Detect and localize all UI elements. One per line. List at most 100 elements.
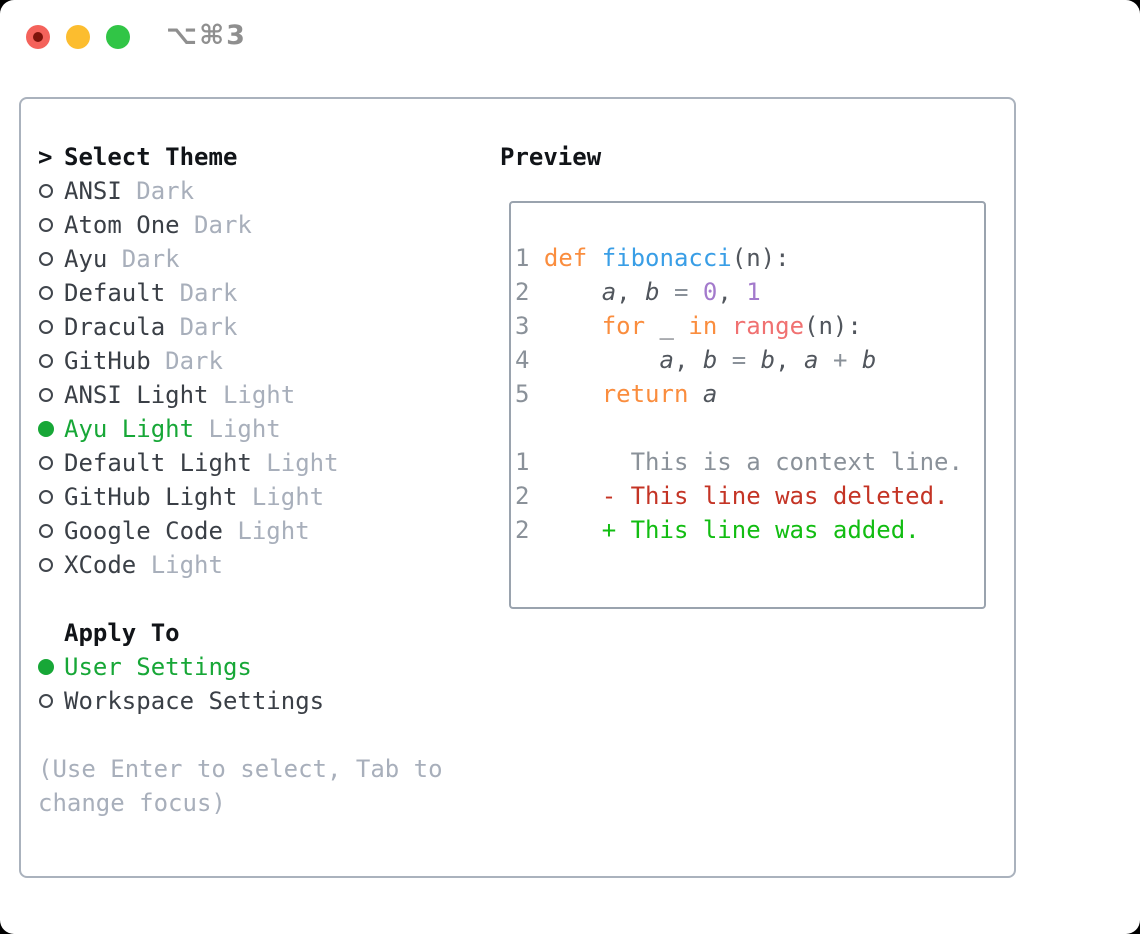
theme-name: Google Code (64, 517, 223, 545)
line-number: 3 (515, 312, 544, 340)
code-token (717, 346, 731, 374)
code-line: 5 return a (515, 377, 984, 411)
radio-unselected-icon (38, 480, 64, 514)
line-number: 2 (515, 278, 544, 306)
theme-name: GitHub (64, 347, 151, 375)
code-line: 1 This is a context line. (515, 445, 984, 479)
apply-to-indent (38, 616, 64, 650)
theme-variant-label: Dark (107, 245, 180, 273)
theme-option-ansi-light[interactable]: ANSI Light Light (38, 378, 483, 412)
theme-name: ANSI (64, 177, 122, 205)
hint-text: (Use Enter to select, Tab to change focu… (38, 755, 443, 817)
preview-title: Preview (500, 143, 602, 171)
theme-option-atom-one[interactable]: Atom One Dark (38, 208, 483, 242)
spacer (38, 718, 483, 752)
theme-variant-label: Light (237, 483, 325, 511)
code-line: 2 + This line was added. (515, 513, 984, 547)
theme-option-default[interactable]: Default Dark (38, 276, 483, 310)
code-token (544, 380, 602, 408)
close-button[interactable] (26, 25, 50, 49)
code-token: (n): (804, 312, 862, 340)
code-token: This is a context line. (543, 448, 963, 476)
radio-unselected-icon (38, 344, 64, 378)
apply-to-heading: Apply To (38, 616, 483, 650)
code-token: = (731, 346, 747, 374)
spacer (38, 582, 483, 616)
theme-variant-label: Light (208, 381, 296, 409)
apply-to-heading-label: Apply To (64, 619, 180, 647)
code-token: a (601, 278, 617, 306)
theme-option-dracula[interactable]: Dracula Dark (38, 310, 483, 344)
zoom-button[interactable] (106, 25, 130, 49)
theme-option-google-code[interactable]: Google Code Light (38, 514, 483, 548)
line-number: 1 (515, 448, 544, 476)
code-token: _ (645, 312, 689, 340)
minimize-button[interactable] (66, 25, 90, 49)
theme-option-ayu[interactable]: Ayu Dark (38, 242, 483, 276)
code-token: fibonacci (601, 244, 732, 272)
code-token (688, 278, 702, 306)
code-token: return (601, 380, 689, 408)
code-token (544, 278, 602, 306)
radio-unselected-icon (38, 378, 64, 412)
code-token: , (673, 346, 703, 374)
code-token (688, 380, 702, 408)
code-line: 3 for _ in range(n): (515, 309, 984, 343)
theme-variant-label: Light (222, 517, 310, 545)
code-token: a (702, 380, 718, 408)
theme-option-github[interactable]: GitHub Dark (38, 344, 483, 378)
code-token (847, 346, 861, 374)
theme-name: Ayu Light (64, 415, 195, 443)
code-token: , (717, 278, 747, 306)
line-number: 1 (515, 244, 544, 272)
line-number: 2 (515, 482, 544, 510)
code-token (746, 346, 760, 374)
code-token: b (861, 346, 877, 374)
code-token: = (673, 278, 689, 306)
theme-variant-label: Light (194, 415, 281, 443)
radio-unselected-icon (38, 276, 64, 310)
code-token: , (616, 278, 646, 306)
theme-option-ansi[interactable]: ANSI Dark (38, 174, 483, 208)
code-token: range (731, 312, 805, 340)
radio-unselected-icon (38, 548, 64, 582)
code-token: 1 (746, 278, 761, 306)
apply-option-user-settings[interactable]: User Settings (38, 650, 483, 684)
code-line (515, 411, 984, 445)
theme-option-xcode[interactable]: XCode Light (38, 548, 483, 582)
theme-option-default-light[interactable]: Default Light Light (38, 446, 483, 480)
line-number: 4 (515, 346, 544, 374)
select-theme-heading: > Select Theme (38, 140, 483, 174)
theme-variant-label: Dark (165, 313, 238, 341)
code-token: b (702, 346, 718, 374)
code-token (818, 346, 832, 374)
code-token: , (775, 346, 805, 374)
theme-variant-label: Light (136, 551, 223, 579)
radio-unselected-icon (38, 242, 64, 276)
radio-unselected-icon (38, 310, 64, 344)
theme-name: Atom One (64, 211, 180, 239)
theme-name: Ayu (64, 245, 108, 273)
code-token: def (543, 244, 602, 272)
code-line: 2 a, b = 0, 1 (515, 275, 984, 309)
code-token: for (601, 312, 646, 340)
apply-option-label: User Settings (64, 653, 252, 681)
select-theme-heading-label: Select Theme (64, 143, 238, 171)
apply-option-workspace-settings[interactable]: Workspace Settings (38, 684, 483, 718)
radio-unselected-icon (38, 684, 64, 718)
theme-option-ayu-light[interactable]: Ayu Light Light (38, 412, 483, 446)
radio-unselected-icon (38, 208, 64, 242)
code-token (544, 312, 602, 340)
code-token: + (832, 346, 848, 374)
theme-variant-label: Dark (121, 177, 195, 205)
code-token: b (760, 346, 776, 374)
code-token: + This line was added. (543, 516, 920, 544)
radio-selected-icon (38, 650, 64, 684)
theme-variant-label: Light (251, 449, 339, 477)
code-token: a (804, 346, 819, 374)
code-token (717, 312, 731, 340)
theme-option-github-light[interactable]: GitHub Light Light (38, 480, 483, 514)
